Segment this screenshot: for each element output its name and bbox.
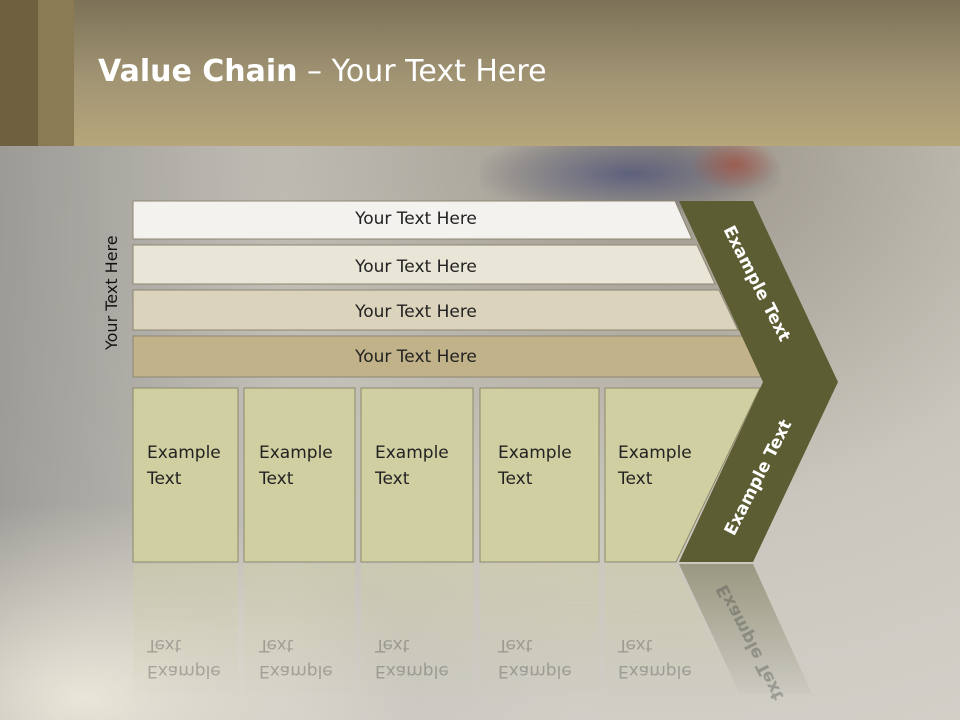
box-3-line1: Example — [375, 443, 449, 463]
box-1-line1: Example — [147, 443, 221, 463]
reflection-box-2-line1: Example — [259, 661, 333, 681]
bar-3-label: Your Text Here — [354, 302, 477, 322]
reflection-box-3-line1: Example — [375, 661, 449, 681]
bar-3-shape — [132, 289, 739, 331]
bar-2-shape — [132, 244, 716, 285]
box-4 — [479, 387, 600, 563]
reflection-box-1-line1: Example — [147, 661, 221, 681]
title-rest: – Your Text Here — [297, 54, 547, 89]
slide-title: Value Chain – Your Text Here — [98, 54, 547, 89]
box-3-line2: Text — [374, 469, 410, 489]
bars-group: Your Text Here Your Text Here Your Text … — [132, 200, 763, 378]
reflection-box-5-line2: Text — [617, 635, 653, 655]
box-5-line1: Example — [618, 443, 692, 463]
chevron-arrow — [679, 201, 838, 562]
chevron-group: Example Text Example Text — [679, 201, 838, 562]
box-3 — [360, 387, 474, 563]
box-2 — [243, 387, 356, 563]
box-5-line2: Text — [617, 469, 653, 489]
box-1-line2: Text — [146, 469, 182, 489]
box-5 — [604, 387, 761, 563]
reflection-box-2-line2: Text — [258, 635, 294, 655]
header-accent-strip-secondary — [38, 0, 74, 146]
reflection-box-3-line2: Text — [374, 635, 410, 655]
reflection-box-4 — [480, 564, 599, 694]
reflection-box-3 — [361, 564, 473, 694]
reflection-group — [133, 564, 812, 694]
slide-header: Value Chain – Your Text Here — [0, 0, 960, 146]
reflection-box-5 — [605, 564, 740, 694]
reflection-box-2 — [244, 564, 355, 694]
box-2-line1: Example — [259, 443, 333, 463]
reflection-box-5-line1: Example — [618, 661, 692, 681]
title-bold: Value Chain — [98, 54, 298, 89]
bar-4-label: Your Text Here — [354, 347, 477, 367]
bar-2-label: Your Text Here — [354, 257, 477, 277]
box-4-line1: Example — [498, 443, 572, 463]
box-2-line2: Text — [258, 469, 294, 489]
bar-1-label: Your Text Here — [354, 209, 477, 229]
box-1 — [132, 387, 239, 563]
reflection-chevron — [679, 564, 812, 694]
reflection-box-1-line2: Text — [146, 635, 182, 655]
reflection-box-1 — [133, 564, 238, 694]
reflection-box-4-line1: Example — [498, 661, 572, 681]
background-sleeve — [690, 146, 780, 192]
boxes-group: Example Text Example Text Example Text E… — [132, 387, 761, 563]
header-accent-strip — [0, 0, 38, 146]
reflection-box-4-line2: Text — [497, 635, 533, 655]
bar-1-shape — [132, 200, 693, 240]
box-4-line2: Text — [497, 469, 533, 489]
